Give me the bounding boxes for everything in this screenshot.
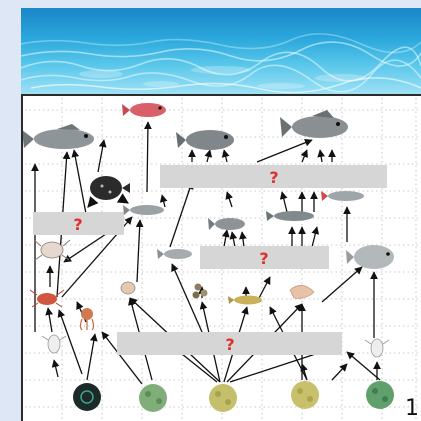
unknown-box-1: ? [160,165,387,188]
unknown-box-4: ? [117,332,342,355]
fish-grey-center [176,130,234,150]
fish-small-striped [123,205,164,215]
zooplankton-left [42,335,66,353]
unknown-box-3: ? [200,246,329,269]
fish-red-snapper [122,103,166,117]
fish-red-finned [321,191,364,201]
water-caustics [21,8,421,94]
food-web-diagram: ? ? ? ? [23,96,421,421]
clam-shell [121,282,135,294]
fish-slender-grey [266,211,314,221]
unknown-mark: ? [259,249,268,268]
unknown-mark: ? [269,168,278,187]
shrimp [290,285,314,298]
basal-diatom-yellow [291,381,319,409]
pufferfish [90,176,130,200]
fish-small-silver [157,249,192,259]
bivalves-cluster [193,284,208,299]
crab-white [34,240,70,260]
unknown-box-2: ? [33,212,124,235]
fish-pomfret [346,245,394,269]
basal-detritus-dark [73,383,101,411]
unknown-mark: ? [73,215,82,234]
food-web-panel: ? ? ? ? [21,94,421,421]
basal-phytoplankton-yellow [209,384,237,412]
basal-algae-dark-green [366,381,394,409]
fish-small-grey-center [208,218,245,230]
unknown-mark: ? [225,335,234,354]
basal-algae-green [139,384,167,412]
fish-large-grey-left [23,124,94,149]
sea-surface-photo [21,8,421,94]
page-number: 1 [405,397,419,421]
zooplankton-right [365,339,389,357]
octopus [81,308,94,330]
fish-yellow-small [228,296,262,305]
fish-large-grey-right [280,110,348,138]
